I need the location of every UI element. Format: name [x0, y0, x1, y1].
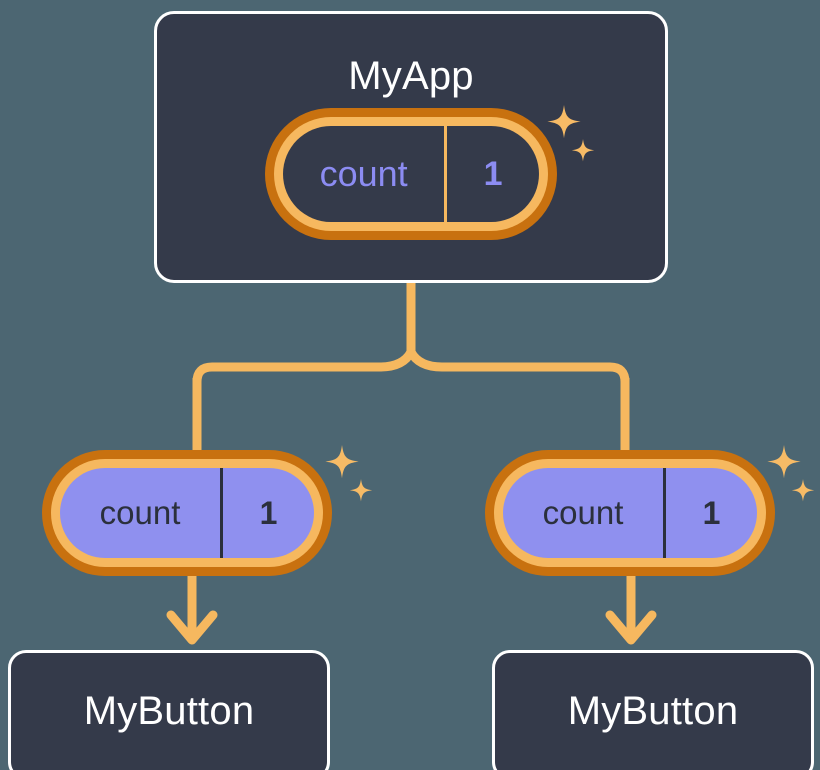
- component-card-mybutton-left[interactable]: MyButton: [8, 650, 330, 770]
- state-pill-branch-left-ring: count 1: [51, 459, 323, 567]
- sparkle-icon-small: [791, 479, 815, 502]
- state-pill-myapp-divider: [444, 126, 448, 222]
- state-pill-branch-right-divider: [663, 468, 667, 558]
- arrow-down-icon-right: [605, 563, 657, 645]
- state-pill-myapp-key: count: [319, 153, 408, 194]
- sparkle-icon-large: [767, 445, 801, 479]
- state-pill-myapp-body: count 1: [283, 126, 539, 222]
- state-pill-branch-left-value: 1: [259, 494, 278, 531]
- state-pill-myapp-ring: count 1: [274, 117, 548, 231]
- connector-split: [192, 347, 630, 387]
- state-pill-branch-right[interactable]: count 1: [485, 450, 775, 576]
- sparkle-icon-large: [325, 445, 359, 479]
- state-pill-branch-left-key: count: [99, 494, 181, 531]
- state-pill-branch-right-ring: count 1: [494, 459, 766, 567]
- component-card-myapp-label: MyApp: [348, 54, 474, 98]
- state-pill-myapp[interactable]: count 1: [265, 108, 557, 240]
- state-pill-branch-right-value: 1: [702, 494, 721, 531]
- state-pill-branch-left-body: count 1: [60, 468, 314, 558]
- state-pill-branch-right-body: count 1: [503, 468, 757, 558]
- state-pill-branch-left[interactable]: count 1: [42, 450, 332, 576]
- state-pill-myapp-value: 1: [483, 154, 503, 193]
- sparkle-icon-small: [349, 479, 373, 502]
- component-card-mybutton-left-label: MyButton: [83, 689, 255, 733]
- component-card-mybutton-right-label: MyButton: [567, 689, 739, 733]
- component-card-mybutton-right[interactable]: MyButton: [492, 650, 814, 770]
- state-pill-branch-left-divider: [220, 468, 224, 558]
- state-pill-branch-right-key: count: [542, 494, 624, 531]
- arrow-down-icon-left: [166, 563, 218, 645]
